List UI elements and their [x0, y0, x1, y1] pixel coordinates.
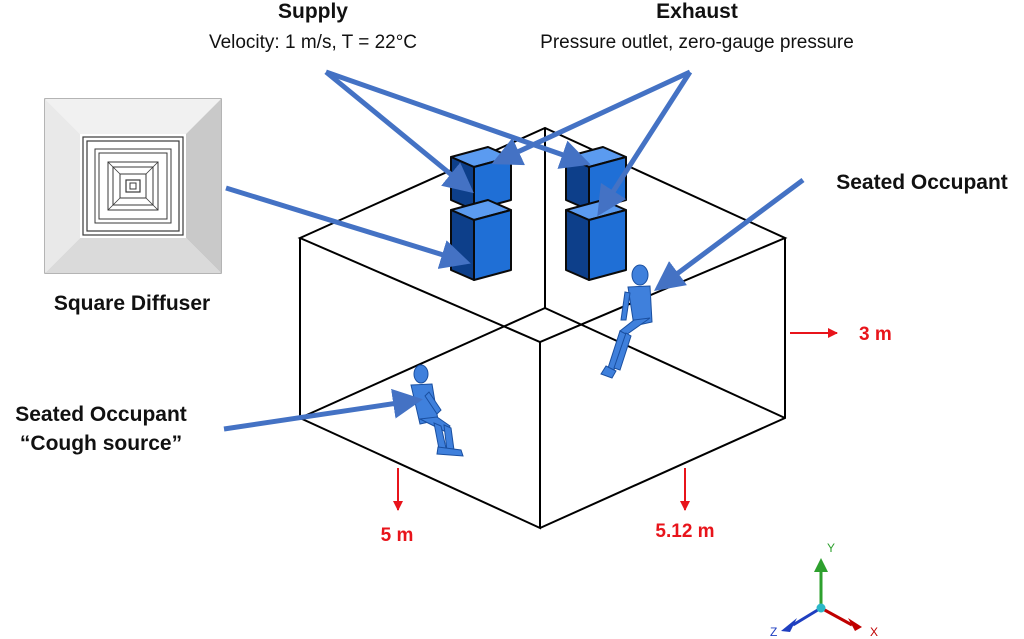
exhaust-title: Exhaust [656, 0, 738, 23]
supply-vent-upper [450, 146, 512, 211]
occupant-right-label: Seated Occupant [836, 171, 1008, 194]
occupant-left-arrow [223, 388, 423, 432]
supply-arrow-to-left-vent [324, 70, 474, 194]
room-edge-hidden-right [544, 307, 786, 419]
callout-arrows [223, 69, 805, 432]
vents [450, 146, 627, 281]
width-dimension-label: 5 m [381, 525, 414, 546]
occupant-right-figure [600, 264, 653, 379]
axis-y-label: Y [827, 541, 835, 555]
exhaust-arrow-to-left-vent [491, 69, 692, 166]
axis-triad: Y X Z [770, 541, 878, 639]
supply-arrow-to-right-vent [325, 69, 591, 169]
occupant-left-label-line1: Seated Occupant [15, 403, 187, 426]
occupant-left-label-line2: “Cough source” [20, 432, 182, 455]
room-front-left-face [299, 238, 541, 530]
room-front-right-face [539, 238, 786, 529]
exhaust-detail: Pressure outlet, zero-gauge pressure [540, 32, 854, 53]
depth-dimension-label: 5.12 m [655, 521, 714, 542]
occupant-right-arrow [653, 177, 805, 291]
diffuser-arrow [225, 185, 471, 269]
room-box [297, 126, 788, 530]
supply-vent-lower [450, 199, 512, 281]
dimension-arrows [393, 328, 838, 511]
occupant-left-figure [410, 364, 464, 457]
exhaust-arrow-to-right-vent [597, 70, 693, 217]
axis-z-label: Z [770, 625, 777, 639]
exhaust-vent-lower [565, 199, 627, 281]
supply-title: Supply [278, 0, 348, 23]
diffuser-label: Square Diffuser [54, 292, 210, 315]
exhaust-vent-upper [565, 146, 627, 211]
diffuser-image [44, 98, 222, 274]
supply-detail: Velocity: 1 m/s, T = 22°C [209, 32, 417, 53]
axis-x-label: X [870, 625, 878, 639]
height-dimension-label: 3 m [859, 324, 892, 345]
